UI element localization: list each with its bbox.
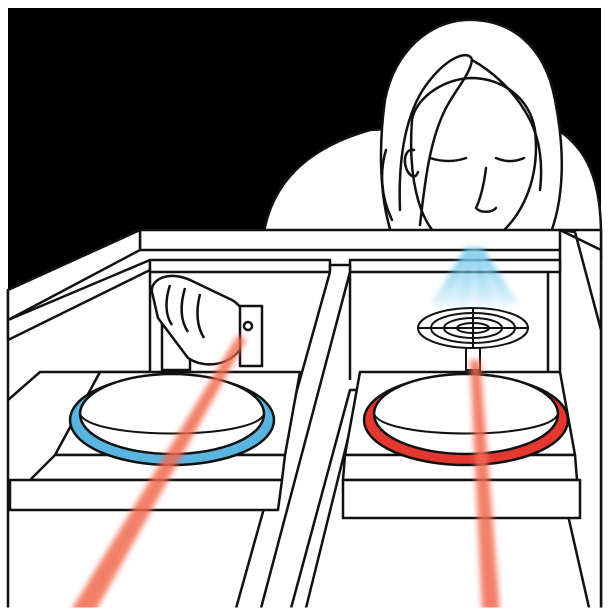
platter-icon bbox=[364, 374, 568, 465]
